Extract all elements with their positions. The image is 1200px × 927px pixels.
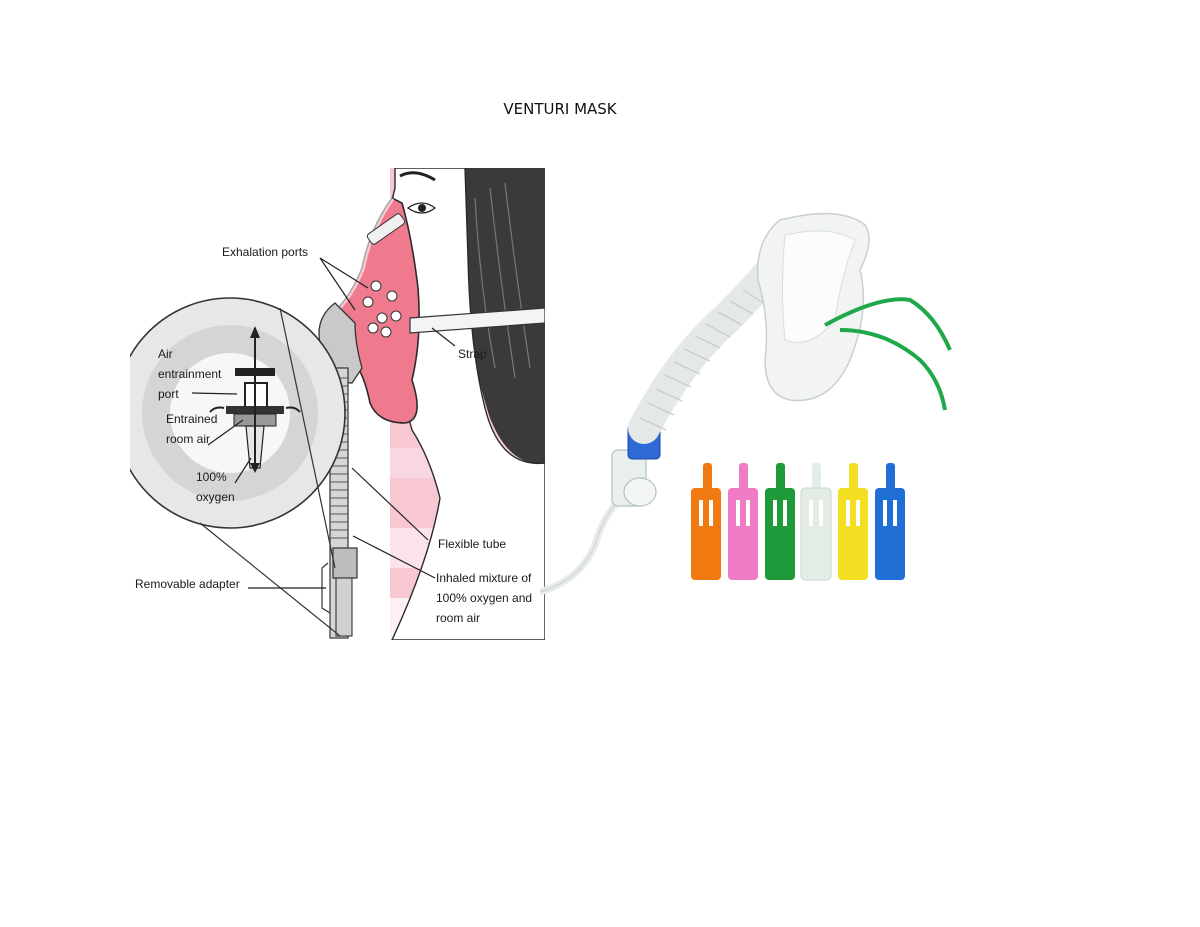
- page-title: VENTURI MASK: [503, 100, 617, 118]
- label-inhaled-line-2: 100% oxygen and: [436, 591, 532, 605]
- adapter-blue: [875, 463, 905, 580]
- adapter-pink: [728, 463, 758, 580]
- label-entrained-line-2: room air: [166, 432, 210, 446]
- label-entrained-line-1: Entrained: [166, 412, 217, 426]
- label-oxygen-line-1: 100%: [196, 470, 227, 484]
- label-removable-adapter: Removable adapter: [135, 577, 240, 591]
- venturi-mask-photo: [540, 200, 952, 600]
- venturi-mask-diagram: Exhalation ports Strap Air entrainment p…: [130, 168, 545, 640]
- elastic-strap: [824, 297, 952, 411]
- label-flexible-tube: Flexible tube: [438, 537, 506, 551]
- oxygen-tubing: [540, 502, 618, 596]
- label-inhaled-line-3: room air: [436, 611, 480, 625]
- strap: [409, 307, 545, 334]
- diagram-illustration: Exhalation ports Strap Air entrainment p…: [130, 168, 545, 640]
- label-air-entrainment-line-3: port: [158, 387, 179, 401]
- label-air-entrainment-line-1: Air: [158, 347, 173, 361]
- photo-illustration: [540, 212, 952, 596]
- label-strap: Strap: [458, 347, 487, 361]
- adapter-valve: [611, 449, 657, 507]
- corrugated-tube: [628, 256, 786, 444]
- label-exhalation-ports: Exhalation ports: [222, 245, 308, 259]
- adapter-yellow: [838, 463, 868, 580]
- color-coded-adapters: [691, 463, 905, 581]
- magnified-adapter-inset: [130, 297, 346, 529]
- label-air-entrainment-line-2: entrainment: [158, 367, 222, 381]
- label-oxygen-line-2: oxygen: [196, 490, 235, 504]
- adapter-green: [765, 463, 795, 580]
- adapter-white: [800, 463, 832, 581]
- adapter-orange: [691, 463, 721, 580]
- label-inhaled-line-1: Inhaled mixture of: [436, 571, 532, 585]
- exhalation-port-holes: [362, 280, 402, 338]
